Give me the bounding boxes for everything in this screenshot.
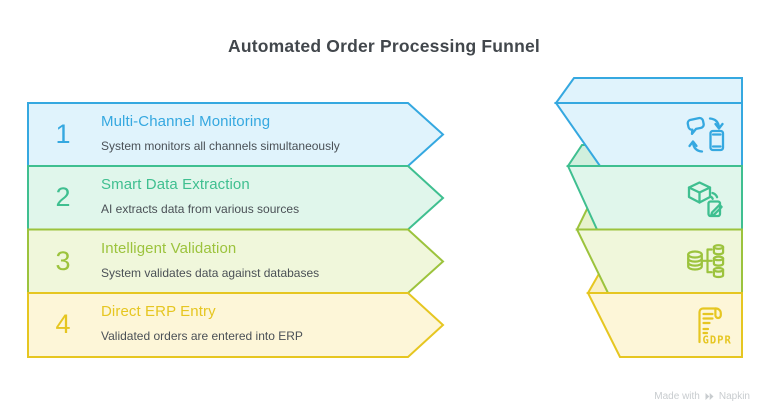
diagram-title: Automated Order Processing Funnel: [228, 36, 540, 56]
database-validation-icon: [684, 239, 730, 285]
step-2-subtitle: AI extracts data from various sources: [101, 202, 300, 216]
step-1-title: Multi-Channel Monitoring: [101, 113, 271, 130]
step-2-number: 2: [55, 182, 71, 213]
watermark: Made with Napkin: [654, 391, 750, 402]
step-1-subtitle: System monitors all channels simultaneou…: [101, 139, 340, 153]
step-2: 2 Smart Data Extraction AI extracts data…: [28, 166, 408, 230]
gdpr-label: GDPR: [703, 335, 732, 347]
step-1-number: 1: [55, 119, 71, 150]
step-2-arrow-shape: [27, 165, 445, 231]
watermark-made-with-text: Made with: [654, 391, 700, 402]
step-2-title: Smart Data Extraction: [101, 176, 250, 193]
gdpr-document-icon: GDPR: [687, 302, 733, 348]
channels-sync-icon: [683, 112, 729, 158]
step-3-arrow-shape: [27, 228, 445, 294]
step-4-title: Direct ERP Entry: [101, 303, 216, 320]
step-3-number: 3: [55, 245, 71, 276]
watermark-brand-text: Napkin: [718, 391, 750, 402]
funnel-band-1-fold: [554, 77, 743, 104]
napkin-logo-icon: [705, 393, 714, 400]
step-4-number: 4: [55, 309, 71, 340]
step-3-subtitle: System validates data against databases: [101, 265, 320, 280]
step-1-arrow-shape: [27, 102, 445, 167]
step-4-subtitle: Validated orders are entered into ERP: [101, 329, 303, 343]
step-3-title: Intelligent Validation: [101, 239, 237, 257]
step-3: 3 Intelligent Validation System validate…: [28, 230, 408, 294]
step-1: 1 Multi-Channel Monitoring System monito…: [28, 103, 408, 167]
package-extract-icon: [682, 176, 728, 222]
step-4: 4 Direct ERP Entry Validated orders are …: [28, 293, 408, 357]
step-4-arrow-shape: [27, 292, 445, 358]
